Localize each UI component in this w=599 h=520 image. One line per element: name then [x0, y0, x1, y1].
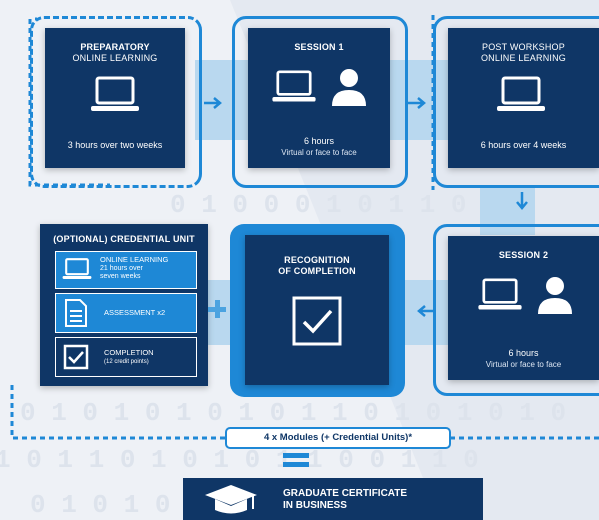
session2-title: SESSION 2	[498, 250, 549, 260]
post-workshop-title-2: ONLINE LEARNING	[480, 53, 567, 63]
session1-card: SESSION 1 6 hours Virtual or face to fac…	[248, 28, 390, 168]
credential-assessment-item: ASSESSMENT x2	[55, 293, 197, 333]
frame-post-workshop	[433, 16, 599, 188]
laptop-icon	[272, 70, 316, 102]
session2-duration: 6 hours	[508, 348, 539, 358]
session1-mode: Virtual or face to face	[281, 148, 357, 157]
certificate-line1: GRADUATE CERTIFICATE	[283, 488, 408, 499]
laptop-icon	[478, 278, 522, 310]
session2-card: SESSION 2 6 hours Virtual or face to fac…	[448, 236, 599, 380]
frame-preparatory	[30, 16, 202, 188]
document-icon	[65, 299, 87, 327]
plus-icon	[208, 300, 226, 318]
credential-online-item: ONLINE LEARNING 21 hours over seven week…	[55, 251, 197, 289]
arrow-right-icon	[204, 97, 222, 109]
session1-duration: 6 hours	[303, 136, 335, 146]
certificate-bar: GRADUATE CERTIFICATE IN BUSINESS	[183, 478, 483, 520]
certificate-line2: IN BUSINESS	[283, 500, 347, 511]
graduation-cap-icon	[205, 485, 257, 514]
checkbox-icon	[292, 296, 342, 346]
arrow-right-icon	[408, 97, 426, 109]
preparatory-title-1: PREPARATORY	[80, 42, 150, 52]
credential-online-weeks: seven weeks	[100, 273, 141, 280]
person-icon	[332, 69, 366, 106]
credential-completion-label: COMPLETION	[104, 348, 154, 357]
post-workshop-card: POST WORKSHOP ONLINE LEARNING 6 hours ov…	[448, 28, 599, 168]
preparatory-card: PREPARATORY ONLINE LEARNING 3 hours over…	[45, 28, 185, 168]
svg-text:0 1 0 0 0 1 0 1 1 0 1: 0 1 0 0 0 1 0 1 1 0 1	[170, 190, 498, 220]
frame-session1	[232, 16, 408, 188]
svg-text:1 0 1 1 0 1 0 1 0 1 1 0 0 1 1: 1 0 1 1 0 1 0 1 0 1 1 0 0 1 1 0	[0, 445, 479, 475]
credential-title: (OPTIONAL) CREDENTIAL UNIT	[53, 234, 195, 244]
recognition-title-1: RECOGNITION	[284, 255, 350, 265]
checkbox-icon	[63, 344, 89, 370]
post-workshop-title-1: POST WORKSHOP	[482, 42, 565, 52]
recognition-card: RECOGNITION OF COMPLETION	[245, 235, 389, 385]
preparatory-duration: 3 hours over two weeks	[67, 140, 163, 150]
person-icon	[538, 277, 572, 314]
credential-online-hours: 21 hours over	[100, 265, 143, 272]
recognition-title-2: OF COMPLETION	[278, 266, 356, 276]
arrow-down-icon	[516, 192, 528, 210]
equals-icon	[283, 453, 309, 467]
credential-online-title: ONLINE LEARNING	[100, 255, 169, 264]
arrow-left-icon	[417, 305, 435, 317]
credential-completion-item: COMPLETION (12 credit points)	[55, 337, 197, 377]
svg-text:0 1 0 1 0 1 0 1 0 1 1 0 1 0 1: 0 1 0 1 0 1 0 1 0 1 1 0 1 0 1 0 1 0	[20, 398, 566, 428]
laptop-icon	[497, 76, 545, 111]
laptop-icon	[91, 76, 139, 111]
session1-title: SESSION 1	[294, 42, 344, 52]
preparatory-title-2: ONLINE LEARNING	[72, 53, 158, 63]
credential-assessment-label: ASSESSMENT x2	[104, 308, 166, 317]
session2-mode: Virtual or face to face	[485, 360, 562, 369]
post-workshop-duration: 6 hours over 4 weeks	[480, 140, 567, 150]
modules-label: 4 x Modules (+ Credential Units)*	[225, 427, 451, 449]
laptop-icon	[62, 258, 92, 279]
credential-completion-sub: (12 credit points)	[104, 359, 149, 365]
